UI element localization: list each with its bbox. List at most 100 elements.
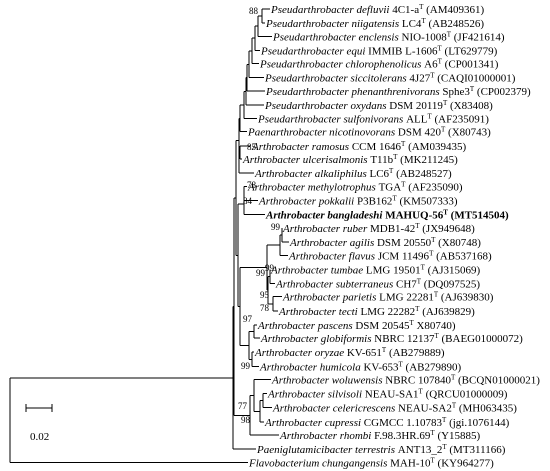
taxon-label-32: Paeniglutamicibacter terrestris ANT13_2T…: [256, 443, 506, 456]
taxon-label-27: Arthrobacter woluwensis NBRC 107840T (BC…: [271, 374, 540, 387]
taxon-name: Pseudarthrobacter sulfonivorans: [257, 113, 406, 125]
strain-name: JCM 11496: [378, 250, 430, 262]
taxon-label-14: Arthrobacter pokkalii P3B162T (KM507333): [258, 195, 458, 208]
strain-name: NEAU-SA2: [398, 403, 452, 415]
accession-number: (AF235090): [405, 181, 462, 193]
taxon-name: Arthrobacter pokkalii: [258, 196, 357, 208]
taxon-name: Arthrobacter celericrescens: [272, 403, 398, 415]
type-strain-mark: T: [431, 236, 436, 244]
taxon-name: Paenarthrobacter nicotinovorans: [247, 127, 398, 139]
taxon-label-26: Arthrobacter humicola KV-653T (AB279890): [259, 360, 461, 373]
scale-bar-label: 0.02: [30, 431, 49, 443]
taxon-name: Arthrobacter pascens: [257, 320, 355, 332]
accession-number: (DQ097525): [421, 278, 480, 290]
taxon-label-0: Pseudarthrobacter defluvii 4C1-aT (AM409…: [270, 3, 484, 16]
type-strain-mark: T: [392, 195, 397, 203]
taxon-label-13: Arthrobacter methylotrophus TGAT (AF2350…: [247, 180, 463, 193]
taxon-name: Pseudarthrobacter phenanthrenivorans: [265, 86, 442, 98]
accession-number: (CP001341): [442, 59, 499, 71]
accession-number: (KM507333): [397, 196, 458, 208]
scale-bar: 0.02: [25, 404, 53, 443]
accession-number: (LT629779): [442, 45, 498, 57]
bootstrap-value: 84: [243, 196, 253, 206]
taxon-label-31: Arthrobacter rhombi F.98.3HR.69T (Y15885…: [279, 429, 481, 442]
taxon-name: Pseudarthrobacter equi: [260, 45, 368, 57]
type-strain-mark: T: [401, 180, 406, 188]
accession-number: (AB279890): [403, 361, 462, 373]
taxon-label-3: Pseudarthrobacter equi IMMIB L-1606T (LT…: [260, 44, 498, 57]
taxon-name: Arthrobacter humicola: [259, 361, 363, 373]
strain-name: IMMIB L-1606: [368, 45, 438, 57]
strain-name: CCM 1646: [352, 141, 402, 153]
strain-name: A6: [424, 59, 438, 71]
accession-number: (AM409361): [423, 4, 484, 16]
taxon-name: Flavobacterium chungangensis: [248, 458, 390, 470]
taxon-name: Pseudarthrobacter oxydans: [264, 100, 389, 112]
type-strain-mark: T: [431, 457, 436, 465]
strain-name: F.98.3HR.69: [374, 430, 431, 442]
bootstrap-value: 85: [247, 142, 257, 152]
bootstrap-value: 78: [247, 180, 257, 190]
taxon-name: Arthrobacter parietis: [282, 292, 379, 304]
taxon-name: Arthrobacter ulcerisalmonis: [242, 154, 370, 166]
type-strain-mark: T: [447, 30, 452, 38]
taxon-label-24: Arthrobacter globiformis NBRC 12137T (BA…: [260, 332, 523, 345]
taxon-label-30: Arthrobacter cupressi CGMCC 1.10783T (jg…: [264, 416, 510, 429]
accession-number: (MK211245): [397, 154, 458, 166]
taxon-name: Pseudarthrobacter niigatensis: [265, 18, 402, 30]
taxon-name: Arthrobacter subterraneus: [275, 278, 396, 290]
type-strain-mark: T: [443, 209, 448, 217]
accession-number: (AF235091): [432, 113, 489, 125]
type-strain-mark: T: [421, 263, 426, 271]
strain-name: P3B162: [357, 196, 392, 208]
type-strain-mark: T: [430, 72, 435, 80]
type-strain-mark: T: [434, 291, 439, 299]
strain-name: LMG 19501: [366, 264, 421, 276]
taxon-label-6: Pseudarthrobacter phenanthrenivorans Sph…: [265, 85, 531, 98]
taxon-label-25: Arthrobacter oryzae KV-651T (AB279889): [254, 346, 445, 359]
accession-number: (jgi.1076144): [446, 417, 509, 429]
taxon-name: Arthrobacter rhombi: [279, 430, 374, 442]
accession-number: (Y15885): [435, 430, 481, 442]
taxon-label-21: Arthrobacter parietis LMG 22281T (AJ6398…: [282, 291, 494, 304]
taxon-name: Arthrobacter tumbae: [270, 264, 366, 276]
bootstrap-value: 95: [260, 290, 270, 300]
type-strain-mark: T: [442, 443, 447, 451]
accession-number: (QRCU01000009): [423, 389, 508, 401]
taxon-label-4: Pseudarthrobacter chlorophenolicus A6T (…: [259, 58, 499, 71]
taxon-name: Arthrobacter cupressi: [264, 417, 364, 429]
accession-number: (AB248527): [393, 168, 452, 180]
strain-name: TGA: [379, 181, 402, 193]
bootstrap-value: 99: [256, 268, 266, 278]
taxon-name: Arthrobacter alkaliphilus: [254, 168, 369, 180]
bootstrap-value: 78: [260, 303, 270, 313]
accession-number: (CAQI01000001): [434, 73, 515, 85]
taxon-name: Arthrobacter bangladeshi: [265, 210, 385, 222]
type-strain-mark: T: [393, 153, 398, 161]
strain-name: NEAU-SA1: [365, 389, 419, 401]
bootstrap-value: 77: [238, 401, 248, 411]
taxon-label-12: Arthrobacter alkaliphilus LC6T (AB248527…: [254, 167, 452, 180]
taxon-name: Arthrobacter silvisoli: [267, 389, 365, 401]
strain-name: DSM 20545: [355, 320, 410, 332]
strain-name: KV-651: [347, 347, 382, 359]
bootstrap-value: 99: [241, 361, 251, 371]
taxon-label-5: Pseudarthrobacter siccitolerans 4J27T (C…: [264, 72, 516, 85]
strain-name: LC6: [369, 168, 389, 180]
strain-name: LMG 22282: [360, 306, 415, 318]
taxon-label-19: Arthrobacter tumbae LMG 19501T (AJ315069…: [270, 263, 481, 276]
type-strain-mark: T: [401, 140, 406, 148]
taxon-name: Arthrobacter agilis: [289, 237, 377, 249]
strain-name: LMG 22281: [379, 292, 434, 304]
taxon-label-20: Arthrobacter subterraneus CH7T (DQ097525…: [275, 277, 480, 290]
accession-number: (AB279889): [386, 347, 445, 359]
taxon-name: Arthrobacter methylotrophus: [247, 181, 379, 193]
accession-number: (AB248526): [426, 18, 485, 30]
strain-name: T11b: [370, 154, 393, 166]
taxon-label-17: Arthrobacter agilis DSM 20550T (X80748): [289, 236, 481, 249]
strain-name: LC4: [402, 18, 422, 30]
type-strain-mark: T: [419, 3, 424, 11]
strain-name: MAHUQ-56: [385, 210, 444, 222]
accession-number: (AM039435): [405, 141, 466, 153]
type-strain-mark: T: [399, 360, 404, 368]
